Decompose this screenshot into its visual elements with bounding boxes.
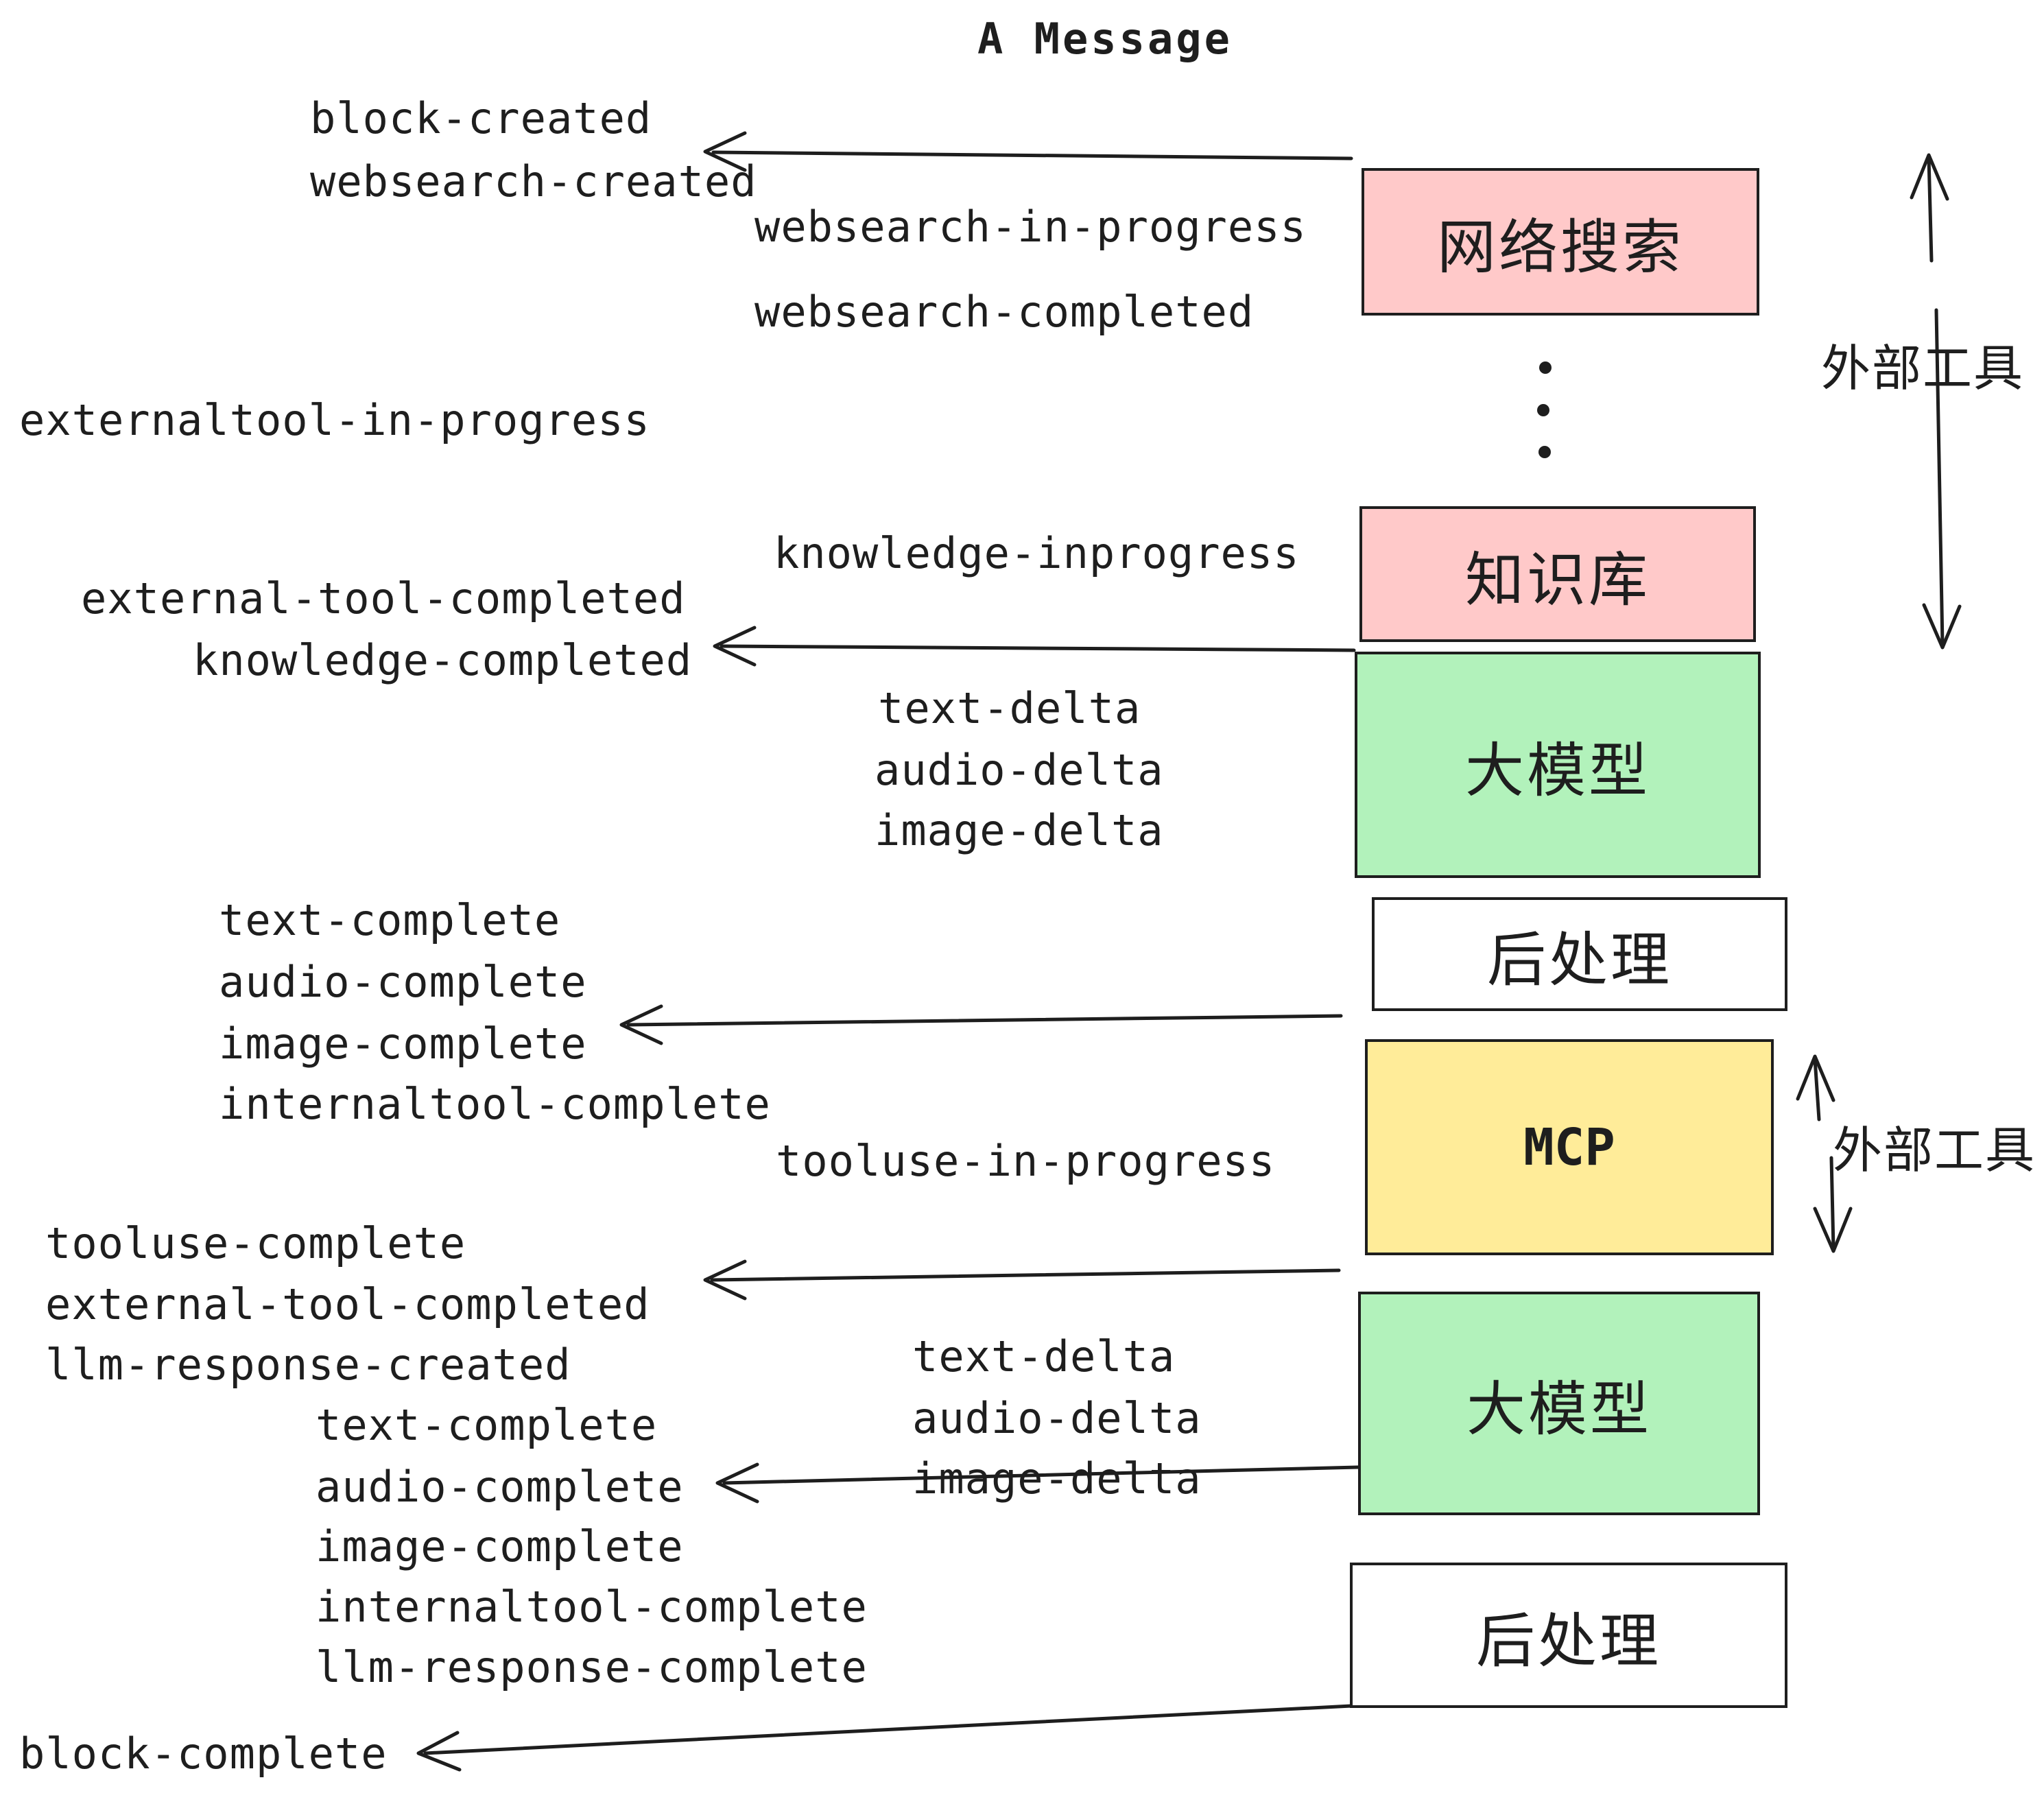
arrow-block-created <box>703 131 1353 172</box>
event-label-image-delta-1: image-delta <box>875 805 1164 855</box>
event-label-block-created: block-created <box>310 93 652 143</box>
event-label-audio-complete-2: audio-complete <box>316 1462 684 1512</box>
event-label-text-delta-2: text-delta <box>912 1331 1176 1381</box>
postprocess-box-1: 后处理 <box>1372 897 1787 1011</box>
websearch-box-label: 网络搜索 <box>1437 213 1684 282</box>
vertical-ellipsis-dots <box>1537 361 1552 458</box>
postprocess-box-2-label: 后处理 <box>1476 1606 1661 1676</box>
mcp-box-label: MCP <box>1523 1117 1615 1177</box>
event-label-knowledge-inprogress: knowledge-inprogress <box>774 528 1300 578</box>
knowledge-base-box: 知识库 <box>1359 506 1756 642</box>
llm-box-2: 大模型 <box>1358 1292 1760 1515</box>
knowledge-base-box-label: 知识库 <box>1465 545 1650 615</box>
arrow-image-complete-1 <box>619 1004 1343 1045</box>
arrow-block-complete <box>416 1704 1353 1772</box>
external-tools-span-arrow-up-2 <box>1796 1054 1835 1121</box>
llm-box-1: 大模型 <box>1355 652 1761 878</box>
event-label-text-complete-1: text-complete <box>219 895 561 945</box>
event-label-tooluse-complete: tooluse-complete <box>45 1218 466 1268</box>
event-label-llm-response-created: llm-response-created <box>45 1340 571 1390</box>
event-label-knowledge-completed: knowledge-completed <box>193 635 693 685</box>
event-label-websearch-in-progress: websearch-in-progress <box>754 202 1307 252</box>
event-label-externaltool-in-progress: externaltool-in-progress <box>19 395 650 445</box>
llm-box-1-label: 大模型 <box>1465 736 1650 805</box>
event-label-internaltool-complete-2: internaltool-complete <box>316 1582 868 1632</box>
diagram-title: A Message <box>977 14 1233 64</box>
external-tools-span-arrow-down-2 <box>1813 1156 1853 1253</box>
event-label-text-delta-1: text-delta <box>878 683 1141 733</box>
arrow-tooluse-complete <box>703 1259 1341 1301</box>
event-label-text-complete-2: text-complete <box>316 1400 658 1450</box>
event-label-audio-complete-1: audio-complete <box>219 957 587 1007</box>
event-label-internaltool-complete-1: internaltool-complete <box>219 1079 771 1129</box>
external-tools-label-bottom: 外部工具 <box>1833 1121 2036 1179</box>
event-label-image-complete-2: image-complete <box>316 1521 684 1571</box>
event-label-external-tool-completed-1: external-tool-completed <box>81 573 686 624</box>
external-tools-label-top: 外部工具 <box>1821 340 2025 397</box>
event-label-block-complete: block-complete <box>19 1729 388 1779</box>
external-tools-span-arrow-down-1 <box>1922 308 1962 650</box>
postprocess-box-2: 后处理 <box>1350 1563 1787 1708</box>
llm-box-2-label: 大模型 <box>1466 1375 1652 1444</box>
event-label-external-tool-completed-2: external-tool-completed <box>45 1279 650 1329</box>
event-label-image-complete-1: image-complete <box>219 1019 587 1069</box>
external-tools-span-arrow-up-1 <box>1910 153 1949 263</box>
event-label-websearch-completed: websearch-completed <box>754 287 1255 337</box>
mcp-box: MCP <box>1365 1039 1774 1255</box>
event-label-audio-delta-2: audio-delta <box>912 1393 1202 1443</box>
event-label-websearch-created: websearch-created <box>310 156 757 206</box>
event-label-audio-delta-1: audio-delta <box>875 745 1164 795</box>
websearch-box: 网络搜索 <box>1362 168 1759 316</box>
event-label-image-delta-2: image-delta <box>912 1453 1202 1504</box>
postprocess-box-1-label: 后处理 <box>1487 925 1672 995</box>
arrow-audio-complete-2 <box>715 1462 1360 1504</box>
event-label-llm-response-complete: llm-response-complete <box>316 1642 868 1692</box>
arrow-knowledge-completed <box>713 626 1356 667</box>
event-label-tooluse-in-progress: tooluse-in-progress <box>776 1136 1276 1186</box>
